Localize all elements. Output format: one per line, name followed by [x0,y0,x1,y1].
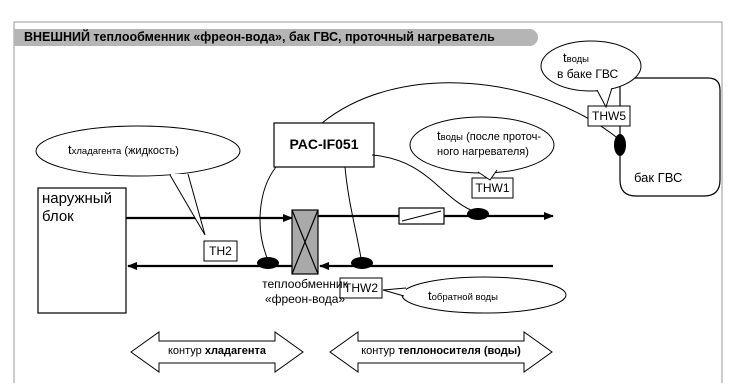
dhw-tank-label: бак ГВС [634,170,683,185]
callout-refrigerant-sub: хладагента [71,146,122,157]
callout-in-tank-sub: воды [566,54,590,65]
flow-heater-stroke [401,210,442,222]
callout-return-water-pointer [382,287,407,297]
callout-return-water-sub: обратной воды [431,292,498,303]
circuit-refrigerant-prefix: контур [167,345,205,357]
callout-refrigerant-pointer [169,173,206,236]
sensor-label-thw5: THW5 [592,109,626,123]
wire-th2 [259,166,277,261]
circuit-heat-carrier-prefix: контур [361,345,399,357]
circuit-label-refrigerant: контур хладагента [159,345,275,357]
circuit-label-heat-carrier: контур теплоносителя (воды) [358,345,524,357]
callout-in-tank-t: t [563,50,567,65]
callout-refrigerant-text: tхладагента (жидкость) [68,142,179,157]
outdoor-unit-box [37,187,127,314]
circuit-heat-carrier-bold: теплоносителя (воды) [398,345,521,357]
callout-water-in-tank [540,40,642,92]
controller-box [273,122,375,168]
label-box-thw1 [471,177,514,199]
header-banner [14,29,538,46]
circuit-arrow-refrigerant [130,331,304,373]
sensor-thw1 [467,208,489,220]
callout-refrigerant [35,125,241,177]
label-box-thw2 [339,277,383,299]
sensor-label-thw2: THW2 [344,281,378,295]
wire-thw5 [321,82,621,141]
callout-after-heater-t: t [437,128,441,143]
circuit-arrow-heat-carrier [329,331,553,373]
sensor-thw2 [351,257,373,269]
circuit-refrigerant-bold: хладагента [204,345,266,357]
wire-thw1 [371,154,479,214]
label-box-thw5 [587,105,631,127]
callout-water-after-heater-line2: ного нагревателя) [437,146,529,158]
callout-water-in-tank-line2: в баке ГВС [557,67,619,81]
outdoor-unit-label: наружный блок [42,190,112,225]
callout-after-heater-rest: (после проточ- [463,131,542,143]
callout-water-in-tank-text: tводы [563,50,589,67]
diagram-title: ВНЕШНИЙ теплообменник «фреон-вода», бак … [24,30,495,44]
wire-thw2 [344,166,362,259]
callout-return-water-t: t [428,288,432,303]
controller-label: PAC-IF051 [289,136,359,152]
callout-water-after-heater-pointer [477,169,498,181]
outer-frame [13,21,723,383]
dhw-tank-outline [619,77,721,197]
label-box-th2 [203,240,238,262]
sensor-label-thw1: THW1 [475,181,510,195]
sensor-label-th2: TH2 [209,244,232,258]
callout-refrigerant-t: t [68,142,72,157]
callout-return-water-text: tобратной воды [428,288,498,303]
callout-water-after-heater [409,116,555,174]
heat-exchanger-label: теплообменник «фреон-вода» [262,277,348,306]
callout-water-in-tank-pointer [596,87,613,109]
callout-water-after-heater-text: tводы (после проточ- [437,128,541,145]
callout-after-heater-sub: воды [440,132,464,143]
heat-exchanger-cross-b [291,209,319,275]
sensor-th2 [257,257,279,269]
callout-refrigerant-rest: (жидкость) [121,145,179,157]
sensor-thw5 [614,134,626,156]
